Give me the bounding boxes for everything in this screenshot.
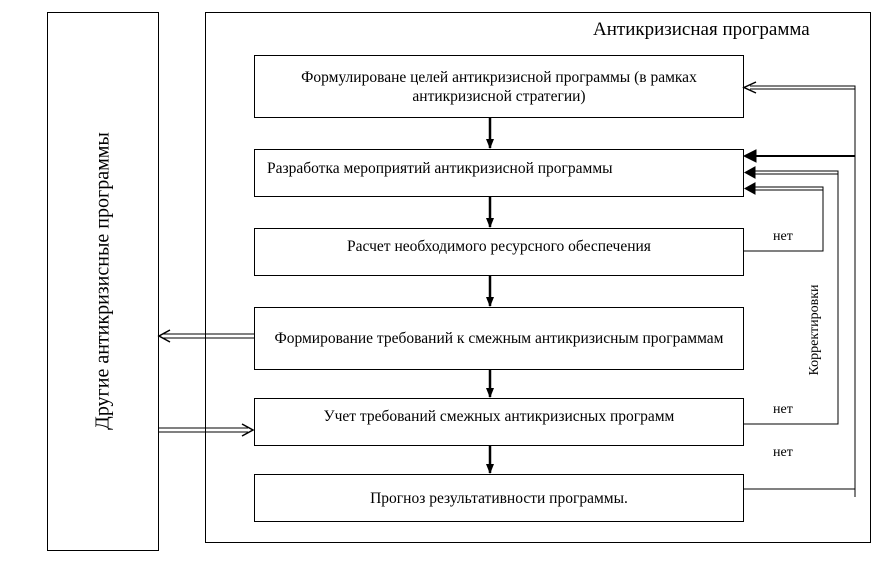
step-requirements-formation: Формирование требований к смежным антикр… [254,307,744,370]
loop-accounting-to-measures [744,170,839,425]
loop-resources-to-measures [744,186,824,252]
step-forecast: Прогноз результативности программы. [254,474,744,522]
inter-program-arrows [157,329,255,437]
loop-label-no-accounting: нет [773,402,793,417]
step-measures: Разработка мероприятий антикризисной про… [254,149,744,197]
program-title: Антикризисная программа [593,19,810,40]
step-resources: Расчет необходимого ресурсного обеспечен… [254,228,744,276]
loop-label-no-forecast: нет [773,445,793,460]
to-other-programs-arrowhead [157,329,171,343]
loop-forecast-to-goals [744,85,856,490]
other-programs-box [47,12,159,551]
from-other-programs-arrowhead [241,423,255,437]
goals-feedback-arrowhead [742,81,757,94]
step-goals: Формулироване целей антикризисной програ… [254,55,744,118]
feedback-loops [742,81,856,497]
loop-label-no-resources: нет [773,229,793,244]
step-requirements-accounting: Учет требований смежных антикризисных пр… [254,398,744,446]
corrections-label: Корректировки [807,284,822,376]
